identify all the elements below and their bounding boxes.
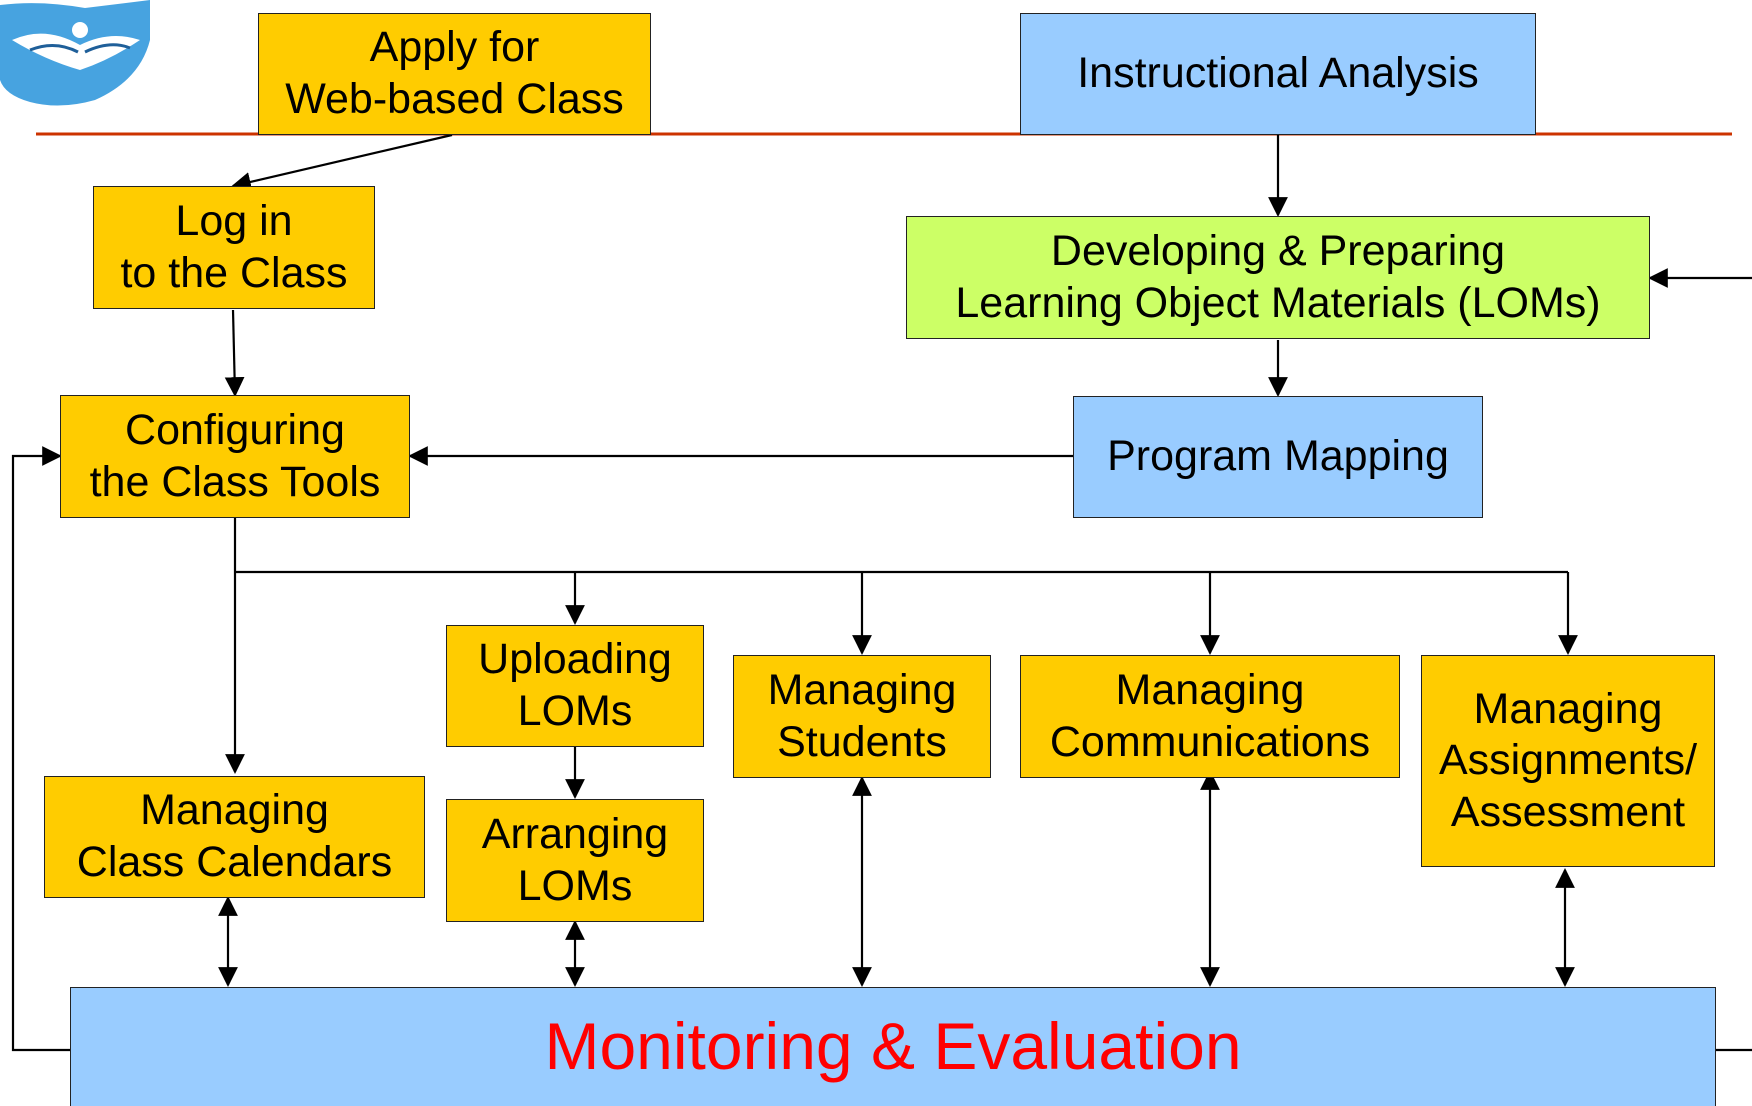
managing-students-label: Managing Students — [767, 665, 957, 766]
managing-calendars-box: Managing Class Calendars — [44, 776, 425, 898]
login-class-box: Log in to the Class — [93, 186, 375, 309]
uploading-loms-label: Uploading LOMs — [478, 635, 672, 735]
instructional-analysis-box: Instructional Analysis — [1020, 13, 1536, 135]
managing-students-box: Managing Students — [733, 655, 991, 778]
arranging-loms-label: Arranging LOMs — [481, 809, 669, 910]
developing-loms-box: Developing & Preparing Learning Object M… — [906, 216, 1650, 339]
developing-loms-label: Developing & Preparing Learning Object M… — [955, 226, 1601, 327]
arrow-apply-to-login — [231, 133, 453, 192]
program-mapping-label: Program Mapping — [1107, 432, 1449, 481]
emblem-logo — [0, 0, 150, 106]
monitoring-evaluation-box: Monitoring & Evaluation — [70, 987, 1716, 1106]
arrow-login-to-configuring — [224, 309, 245, 397]
arranging-loms-box: Arranging LOMs — [446, 799, 704, 922]
configuring-tools-box: Configuring the Class Tools — [60, 395, 410, 518]
apply-web-class-box: Apply for Web-based Class — [258, 13, 651, 135]
managing-communications-label: Managing Communications — [1049, 665, 1371, 766]
uploading-loms-box: Uploading LOMs — [446, 625, 704, 747]
configuring-tools-label: Configuring the Class Tools — [89, 405, 381, 506]
apply-web-class-label: Apply for Web-based Class — [285, 23, 624, 123]
instructional-analysis-label: Instructional Analysis — [1077, 49, 1479, 98]
managing-communications-box: Managing Communications — [1020, 655, 1400, 778]
program-mapping-box: Program Mapping — [1073, 396, 1483, 518]
monitoring-evaluation-label: Monitoring & Evaluation — [544, 1009, 1242, 1084]
managing-calendars-label: Managing Class Calendars — [76, 786, 393, 886]
managing-assignments-box: Managing Assignments/ Assessment — [1421, 655, 1715, 867]
arrow-monitoring-feedback-to-configuring — [11, 446, 70, 1052]
login-class-label: Log in to the Class — [120, 196, 348, 297]
managing-assignments-label: Managing Assignments/ Assessment — [1438, 684, 1698, 836]
